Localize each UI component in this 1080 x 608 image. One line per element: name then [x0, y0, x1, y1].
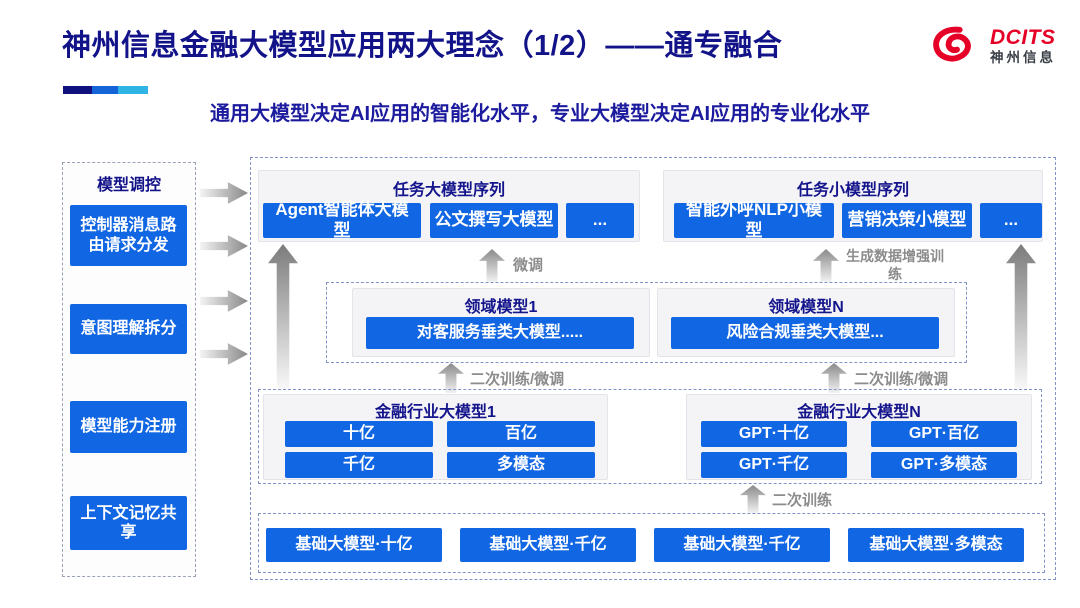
node-billion-scale: 十亿 [285, 421, 433, 447]
right-arrow-icon [200, 343, 248, 365]
page-title: 神州信息金融大模型应用两大理念（1/2）——通专融合 [62, 30, 783, 62]
node-more-small-models: ... [980, 203, 1042, 238]
node-more-large-models: ... [566, 203, 634, 238]
node-nlp-outbound-model: 智能外呼NLP小模型 [674, 200, 834, 240]
node-gpt-hundred-billion: GPT·千亿 [701, 452, 847, 478]
dcits-swirl-icon [933, 26, 971, 62]
node-hundred-billion-scale: 千亿 [285, 452, 433, 478]
title-underline-segment-blue [92, 86, 118, 94]
model-control-panel: 模型调控 控制器消息路由请求分发 意图理解拆分 模型能力注册 上下文记忆共享 [62, 162, 196, 577]
right-arrow-icon [200, 290, 248, 312]
domain-model-group-1-title: 领域模型1 [464, 299, 538, 316]
base-model-frame [258, 513, 1045, 573]
main-diagram-frame [250, 157, 1056, 580]
right-arrow-icon [200, 235, 248, 257]
node-gpt-ten-billion: GPT·百亿 [871, 421, 1017, 447]
retrain-finetune-label-left: 二次训练/微调 [470, 371, 565, 388]
task-small-model-group-title: 任务小模型序列 [796, 182, 909, 199]
node-gpt-billion: GPT·十亿 [701, 421, 847, 447]
control-item-context-memory: 上下文记忆共享 [70, 496, 187, 550]
model-control-title: 模型调控 [96, 177, 161, 194]
domain-model-group-n-title: 领域模型N [768, 299, 844, 316]
title-underline-segment-cyan [118, 86, 148, 94]
node-multimodal: 多模态 [447, 452, 595, 478]
node-base-model-hundred-billion: 基础大模型·千亿 [460, 528, 636, 562]
gen-data-training-arrow-label: 生成数据增强训练 [846, 248, 944, 282]
node-document-writing-model: 公文撰写大模型 [430, 203, 558, 238]
dcits-brand-cn: 神州信息 [990, 49, 1056, 65]
domain-model-frame [326, 282, 967, 363]
control-item-message-routing: 控制器消息路由请求分发 [70, 205, 187, 266]
dcits-logo: DCITS 神州信息 [930, 16, 1070, 76]
node-customer-service-vertical-model: 对客服务垂类大模型..... [366, 317, 634, 349]
control-item-capability-registry: 模型能力注册 [70, 401, 187, 453]
control-item-intent-split: 意图理解拆分 [70, 304, 187, 354]
node-gpt-multimodal: GPT·多模态 [871, 452, 1017, 478]
industry-model-group-n-title: 金融行业大模型N [797, 404, 921, 421]
node-agent-large-model: Agent智能体大模型 [263, 200, 421, 240]
right-arrow-icon [200, 182, 248, 204]
node-risk-compliance-vertical-model: 风险合规垂类大模型... [671, 317, 939, 349]
node-base-model-hundred-billion-2: 基础大模型·千亿 [654, 528, 830, 562]
node-ten-billion-scale: 百亿 [447, 421, 595, 447]
node-marketing-decision-model: 营销决策小模型 [842, 203, 972, 238]
task-large-model-group-title: 任务大模型序列 [392, 182, 505, 199]
title-underline-segment-navy [63, 86, 92, 94]
retrain-finetune-label-right: 二次训练/微调 [854, 371, 949, 388]
finetune-arrow-label: 微调 [513, 257, 544, 274]
industry-model-group-1-title: 金融行业大模型1 [375, 404, 496, 421]
slide-subtitle: 通用大模型决定AI应用的智能化水平，专业大模型决定AI应用的专业化水平 [210, 103, 870, 125]
node-base-model-billion: 基础大模型·十亿 [266, 528, 442, 562]
node-base-model-multimodal: 基础大模型·多模态 [848, 528, 1024, 562]
retrain-label: 二次训练 [772, 492, 833, 509]
dcits-brand-text: DCITS [990, 25, 1056, 49]
industry-model-frame [258, 389, 1042, 484]
